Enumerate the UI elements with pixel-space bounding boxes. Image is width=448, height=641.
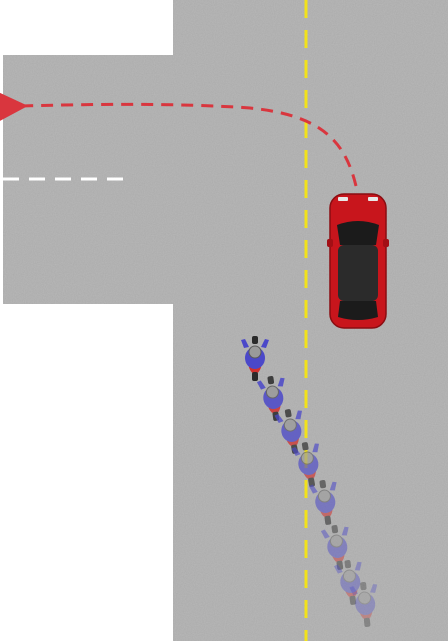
main-road — [173, 0, 448, 641]
car-icon — [327, 194, 389, 328]
